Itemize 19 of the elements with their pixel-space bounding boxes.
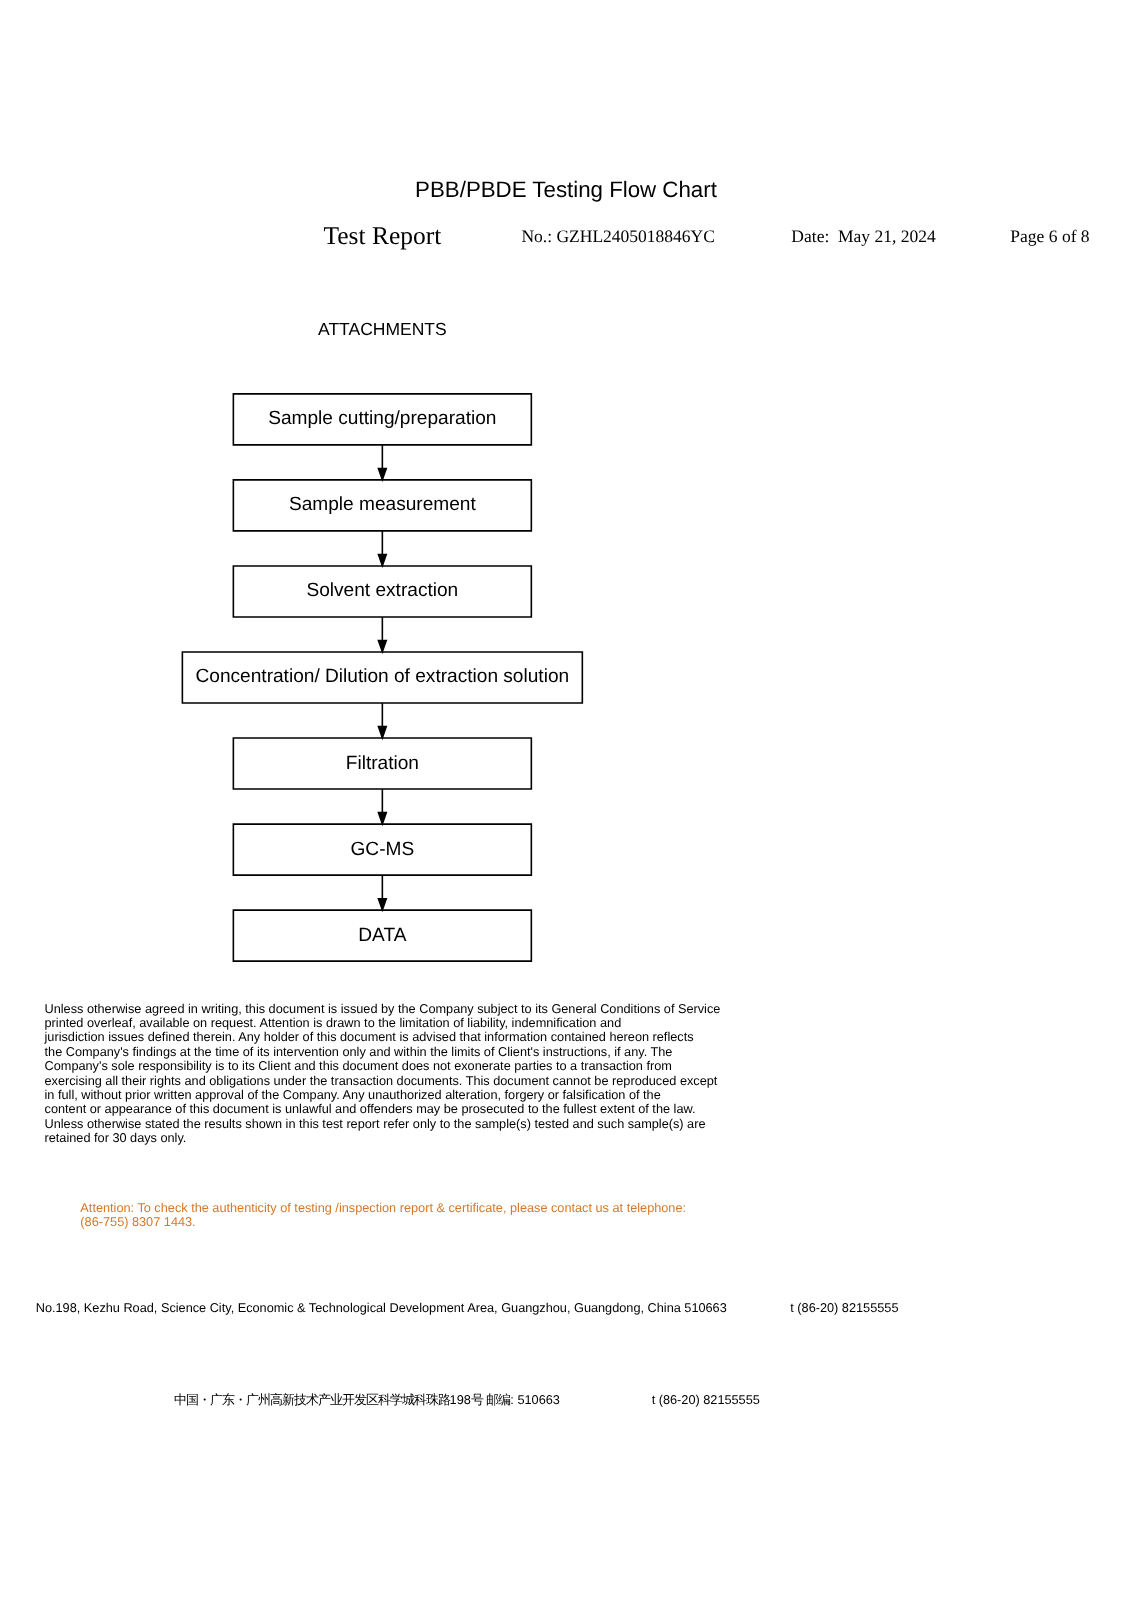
node-box: Filtration [232,736,533,789]
arrow [377,443,388,481]
label: Page 6 of 8 [1010,225,1090,246]
arrow [377,873,388,912]
label: Test Report [323,220,442,249]
node-box: Sample cutting/preparation [232,392,533,445]
node-box: Solvent extraction [232,564,533,617]
node-box: GC-MS [232,822,533,875]
label: No.: GZHL2405018846YC [521,225,715,246]
node-box: Sample measurement [232,478,533,531]
diagram-title: PBB/PBDE Testing Flow Chart [415,177,717,202]
arrow [377,701,388,740]
node-box: DATA [232,908,533,961]
arrow [377,615,388,654]
arrow [377,787,388,826]
arrow [377,529,388,568]
node-box: Concentration/ Dilution of extraction solution [181,650,584,703]
label: ATTACHMENTS [318,317,447,338]
label: Date: May 21, 2024 [791,225,936,246]
